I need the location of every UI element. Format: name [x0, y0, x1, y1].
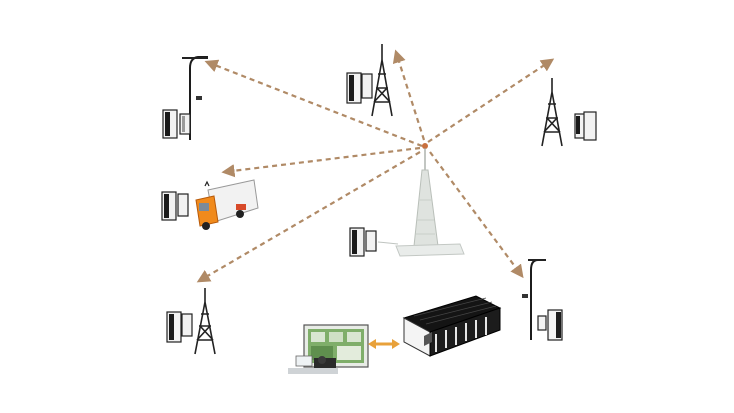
truck-logo [236, 204, 246, 210]
truck-wheel [236, 210, 244, 218]
small-cabinet [181, 313, 193, 337]
pole-station-bottom-right [522, 259, 563, 341]
camera-icon [522, 294, 528, 298]
pole-station-top-left [162, 56, 208, 140]
lattice-tower-icon [371, 59, 393, 117]
antenna-icon [204, 180, 210, 187]
operator-icon [318, 356, 326, 364]
lattice-tower-top-center [346, 44, 393, 117]
lattice-tower-icon [194, 301, 216, 355]
truck-wheel [202, 222, 210, 230]
equipment-cabinet [583, 111, 597, 141]
server-link-arrow [368, 339, 400, 349]
small-cabinet [365, 230, 377, 252]
hub-base-platform [395, 243, 465, 257]
small-cabinet [177, 193, 189, 217]
control-monitor-station-bottom [288, 324, 369, 374]
hub-mast-body [413, 169, 439, 247]
small-cabinet [361, 73, 373, 99]
link-to-tower-top-center [392, 49, 426, 141]
desk-monitor-icon [295, 355, 313, 367]
link-to-truck-station [221, 146, 421, 178]
desk-surface [288, 368, 338, 374]
truck-station-left [161, 179, 259, 230]
camera-icon [196, 96, 202, 100]
small-cabinet [537, 315, 547, 331]
hub-signal-point [422, 143, 428, 149]
radio-links [196, 49, 555, 283]
link-to-pole-station-top-left [204, 59, 423, 148]
link-to-pole-station-bottom-right [429, 151, 524, 279]
lattice-tower-icon [541, 91, 563, 147]
link-to-tower-bottom-left [196, 151, 421, 283]
truck-windshield [199, 203, 209, 211]
central-communication-mast [349, 148, 465, 257]
control-center-building [402, 295, 502, 357]
link-to-tower-top-right [427, 58, 555, 143]
lattice-tower-bottom-left [166, 288, 216, 355]
lattice-tower-top-right [541, 78, 597, 147]
